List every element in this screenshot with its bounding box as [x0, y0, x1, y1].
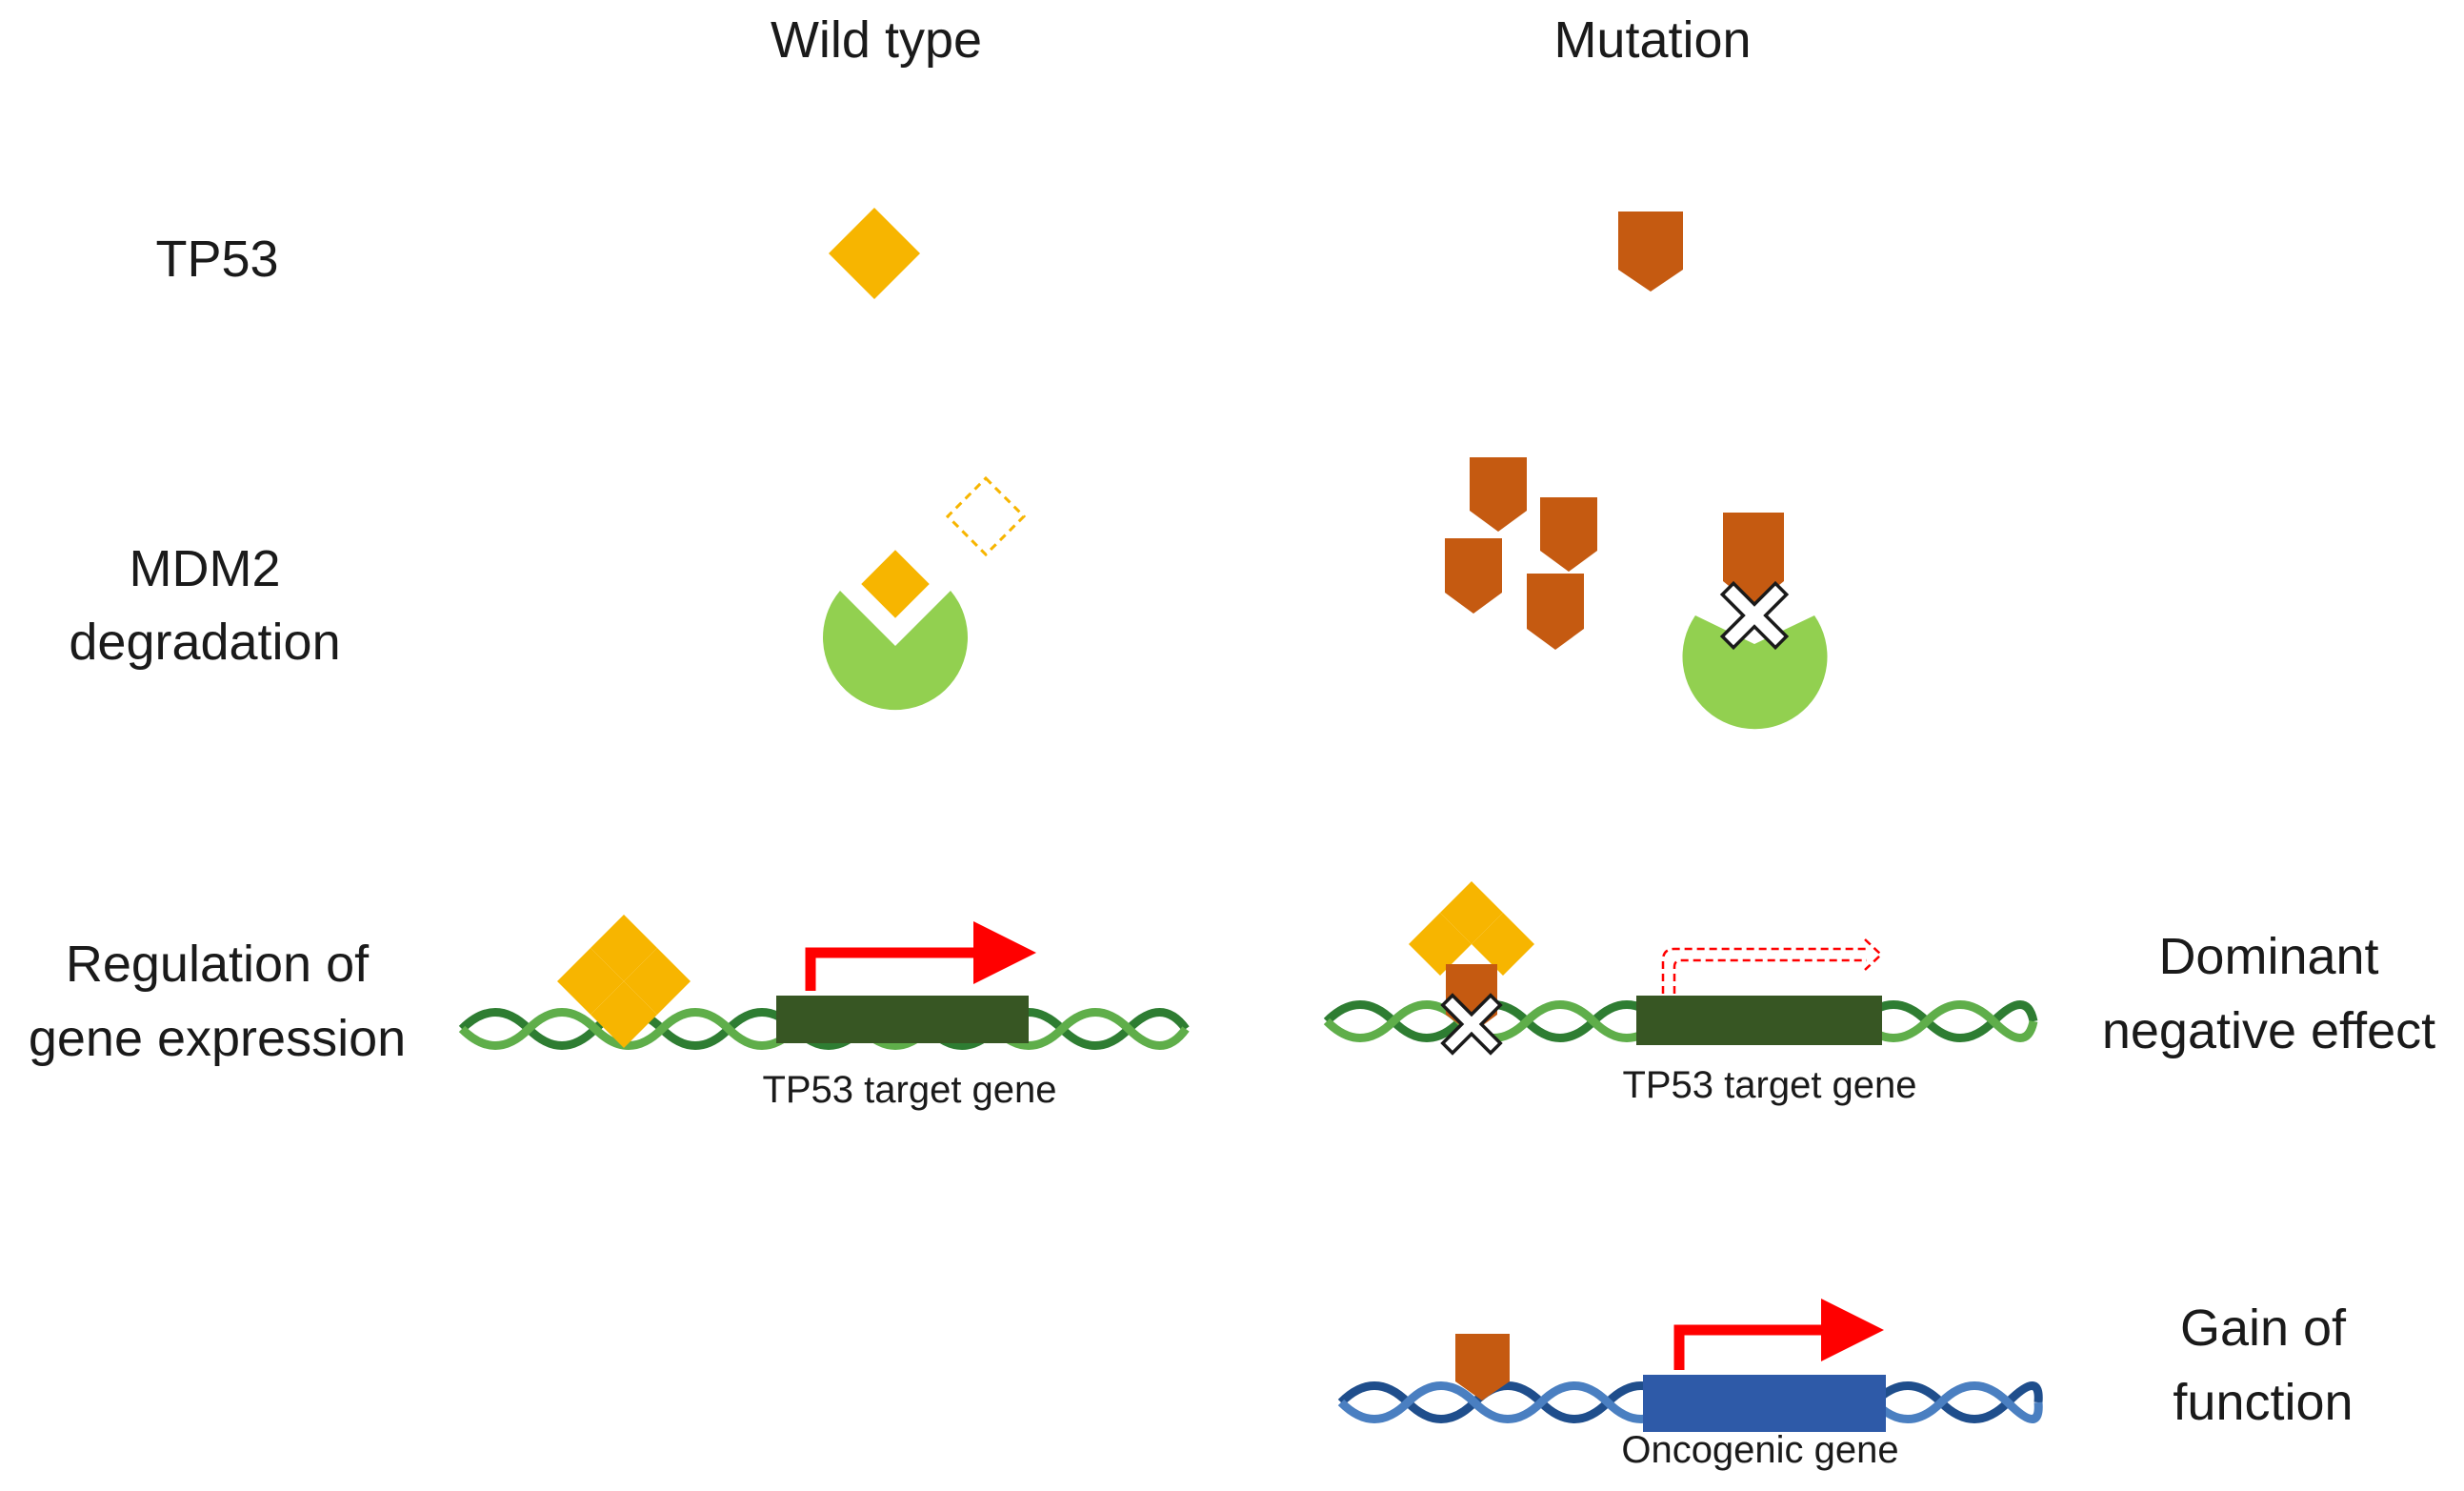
- header-mutation: Mutation: [1553, 11, 1751, 69]
- mdm2-wild-type-icon: [823, 591, 968, 711]
- p53-tetramer-wild-type: [557, 915, 691, 1048]
- transcription-arrow-blocked: [1661, 938, 1883, 994]
- accumulated-mutant-p53-group: [1445, 457, 1597, 650]
- mutant-p53-icon: [1470, 457, 1527, 532]
- row-label-gain-line2: function: [2173, 1374, 2353, 1431]
- mutant-p53-icon: [1445, 538, 1502, 614]
- row-label-tp53: TP53: [155, 231, 278, 288]
- mdm2-mutation-icon: [1682, 615, 1828, 730]
- row-label-gain-line1: Gain of: [2180, 1300, 2347, 1357]
- mutant-p53-icon: [1540, 497, 1597, 572]
- tp53-target-gene-mutation: [1636, 996, 1882, 1045]
- blocked-binding-x-icon: [1440, 993, 1503, 1056]
- gene-label-wild-type-target: TP53 target gene: [762, 1069, 1056, 1111]
- header-wild-type: Wild type: [771, 11, 982, 69]
- mutant-p53-icon: [1527, 574, 1584, 650]
- oncogenic-gene-block: [1643, 1375, 1886, 1432]
- row-label-dominant-line2: negative effect: [2102, 1002, 2435, 1059]
- degraded-p53-icon: [945, 475, 1027, 557]
- mutant-p53-icon: [1723, 513, 1784, 606]
- tp53-target-gene-wild-type: [776, 996, 1029, 1043]
- mutant-p53-icon: [1618, 212, 1683, 292]
- transcription-arrow-wild-type: [805, 921, 1036, 991]
- gene-label-mutation-target: TP53 target gene: [1622, 1064, 1916, 1106]
- row-label-dominant-line1: Dominant: [2158, 928, 2378, 985]
- row-label-mdm2-line2: degradation: [69, 614, 340, 671]
- row-label-regulation-line1: Regulation of: [66, 936, 370, 993]
- transcription-arrow-oncogenic: [1673, 1299, 1884, 1370]
- mutant-p53-icon: [1455, 1334, 1510, 1400]
- row-label-mdm2-line1: MDM2: [130, 540, 281, 597]
- row-label-regulation-line2: gene expression: [29, 1010, 406, 1067]
- blocked-binding-x-icon: [1719, 580, 1790, 651]
- bound-p53-icon: [852, 541, 938, 627]
- wild-type-p53-icon: [829, 208, 920, 299]
- p53-tetramer-mutation: [1409, 881, 1534, 976]
- gene-label-oncogenic: Oncogenic gene: [1621, 1429, 1898, 1471]
